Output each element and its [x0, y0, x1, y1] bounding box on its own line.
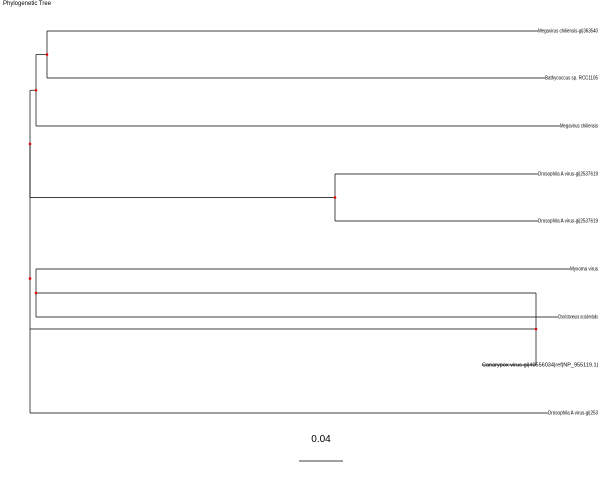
- root-node-marker: [28, 277, 32, 280]
- leaf-labels: Megavirus chiliensis-gi|363540Bathycoccu…: [482, 29, 598, 417]
- node-marker: [28, 142, 32, 146]
- leaf-label: Megavirus chiliensis-gi|363540: [538, 29, 598, 35]
- node-marker: [534, 327, 538, 331]
- node-marker: [34, 291, 38, 295]
- node-marker: [34, 88, 38, 92]
- scale-bar: 0.04: [299, 434, 343, 462]
- tree-branches: [29, 30, 570, 414]
- leaf-label: Bathycoccus sp. RCC1105: [545, 76, 598, 82]
- node-marker: [333, 196, 337, 199]
- scale-bar-label: 0.04: [311, 434, 331, 445]
- leaf-label: Drosophila A virus-gi|2537619: [538, 172, 598, 178]
- leaf-label: Drosophila A virus-gi|2537619: [538, 219, 598, 225]
- tree-title: Phylogenetic Tree: [3, 1, 52, 7]
- leaf-label: Canarypox virus-gi|40556034|ref|NP_95511…: [482, 363, 598, 369]
- leaf-label: Choristoneura occidentalis: [558, 315, 598, 321]
- leaf-label: Myxoma virus: [570, 267, 598, 273]
- leaf-label: Drosophila A virus-gi|253: [548, 411, 598, 417]
- node-marker: [45, 53, 49, 56]
- leaf-label: Megavirus chiliensis: [560, 124, 598, 130]
- tree-nodes: [28, 53, 538, 331]
